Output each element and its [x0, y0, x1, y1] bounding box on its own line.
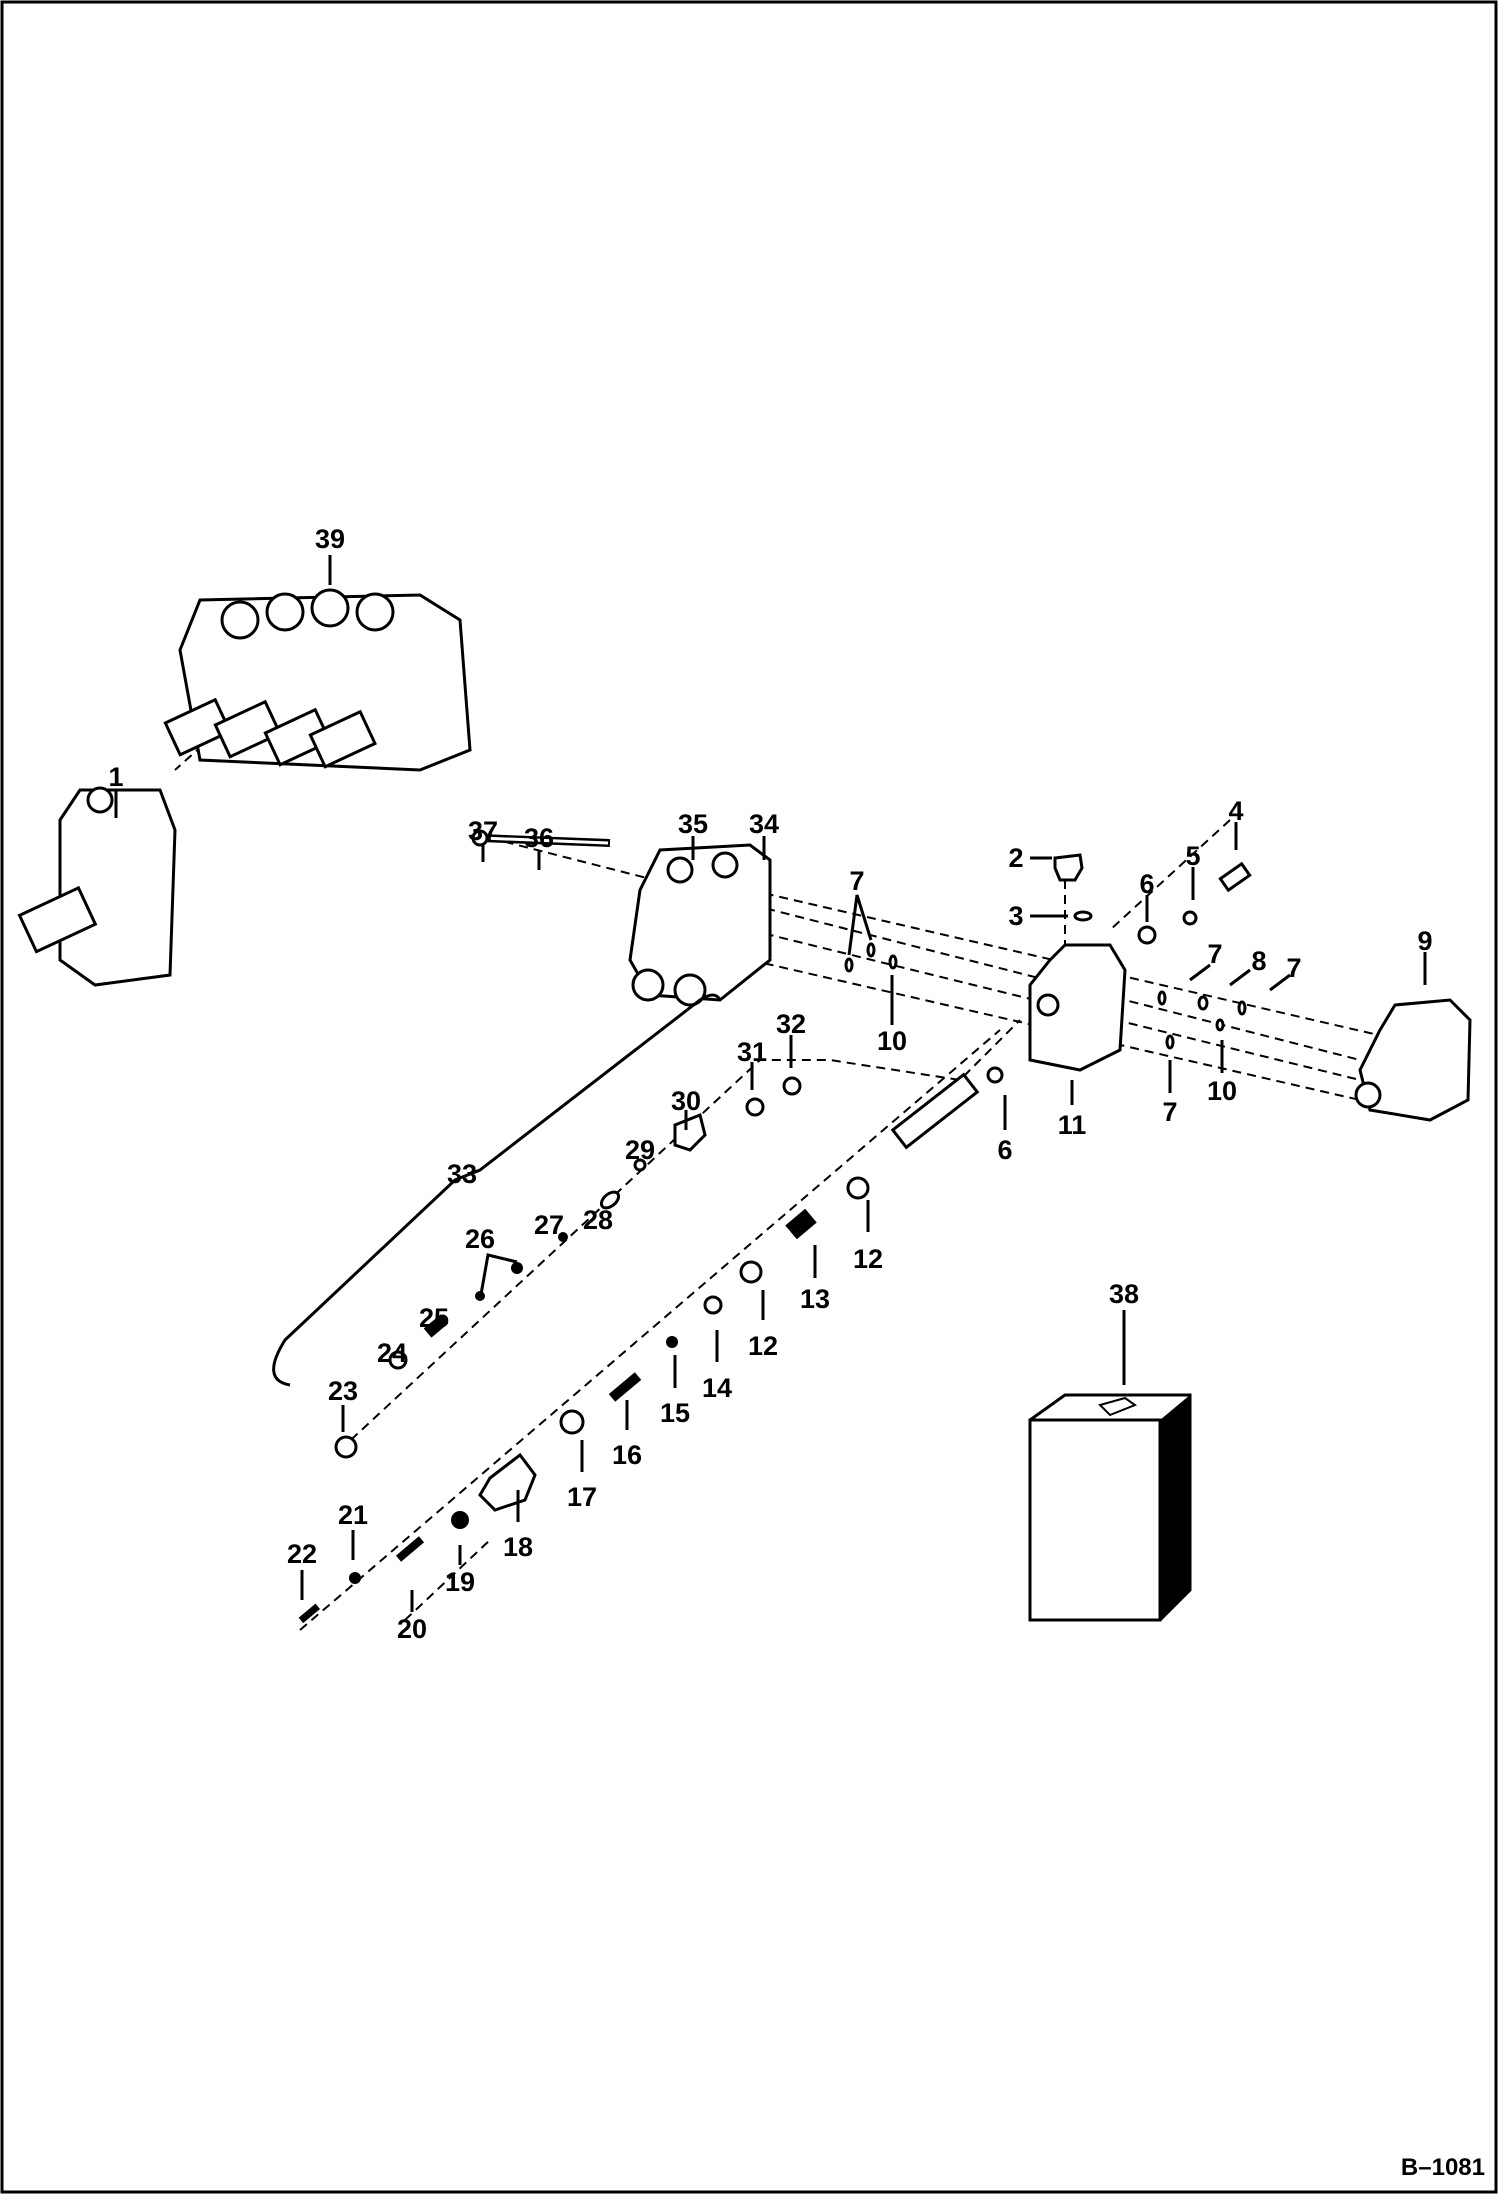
- callout-8: 8: [1251, 946, 1266, 976]
- relief-valve-parts-33: [272, 993, 802, 1459]
- callout-21: 21: [338, 1500, 368, 1530]
- callout-16: 16: [612, 1440, 642, 1470]
- outlet-section-9: [1354, 998, 1472, 1122]
- oring-3: [1073, 910, 1093, 922]
- callout-6-b: 6: [997, 1135, 1012, 1165]
- callout-32: 32: [776, 1009, 806, 1039]
- callout-7-d: 7: [1162, 1097, 1177, 1127]
- valve-section-34-35: [628, 843, 772, 1007]
- callout-6: 6: [1139, 869, 1154, 899]
- callout-29: 29: [625, 1135, 655, 1165]
- callout-28: 28: [583, 1205, 613, 1235]
- callout-10-b: 10: [1207, 1076, 1237, 1106]
- kit-box-38: [1028, 1393, 1192, 1622]
- callout-15: 15: [660, 1398, 690, 1428]
- callout-25: 25: [419, 1303, 449, 1333]
- callout-18: 18: [503, 1532, 533, 1562]
- leader-lines: [114, 555, 1427, 1522]
- callout-12: 12: [853, 1244, 883, 1274]
- callout-1: 1: [108, 762, 123, 792]
- callout-38: 38: [1109, 1279, 1139, 1309]
- callout-13: 13: [800, 1284, 830, 1314]
- callout-3: 3: [1008, 901, 1023, 931]
- valve-section-1: [17, 786, 177, 987]
- callout-7-b: 7: [1207, 939, 1222, 969]
- callout-9: 9: [1417, 926, 1432, 956]
- callout-23: 23: [328, 1376, 358, 1406]
- callout-4: 4: [1228, 796, 1243, 826]
- inlet-section-11: [1028, 943, 1127, 1072]
- callout-33: 33: [447, 1159, 477, 1189]
- spool-parts: [298, 1072, 980, 1624]
- callout-34: 34: [749, 809, 779, 839]
- callout-27: 27: [534, 1210, 564, 1240]
- callout-12-b: 12: [748, 1331, 778, 1361]
- callout-17: 17: [567, 1482, 597, 1512]
- callout-14: 14: [702, 1373, 732, 1403]
- seals: [844, 910, 1247, 1084]
- callouts: 39 1 37 36 35 34 2 3 4 5 6 7 9 7 8 7 10 …: [108, 524, 1432, 1644]
- callout-35: 35: [678, 809, 708, 839]
- plug-4: [1218, 861, 1252, 893]
- callout-37: 37: [468, 816, 498, 846]
- callout-7-c: 7: [1286, 953, 1301, 983]
- callout-36: 36: [524, 823, 554, 853]
- valve-assembly-39: [163, 588, 472, 772]
- callout-19: 19: [445, 1567, 475, 1597]
- callout-24: 24: [377, 1338, 407, 1368]
- short-leaders: [300, 1405, 462, 1612]
- callout-39: 39: [315, 524, 345, 554]
- callout-26: 26: [465, 1224, 495, 1254]
- callout-5: 5: [1185, 841, 1200, 871]
- callout-11: 11: [1058, 1110, 1087, 1140]
- plug-2: [1053, 853, 1084, 882]
- callout-20: 20: [397, 1614, 427, 1644]
- callout-2: 2: [1008, 843, 1023, 873]
- callout-7: 7: [849, 866, 864, 896]
- callout-31: 31: [737, 1037, 767, 1067]
- bolt-36: [471, 829, 611, 847]
- callout-10: 10: [877, 1026, 907, 1056]
- callout-30: 30: [671, 1086, 701, 1116]
- callout-22: 22: [287, 1539, 317, 1569]
- drawing-reference: B–1081: [1401, 2154, 1485, 2181]
- assembly-lines: [174, 724, 1401, 1631]
